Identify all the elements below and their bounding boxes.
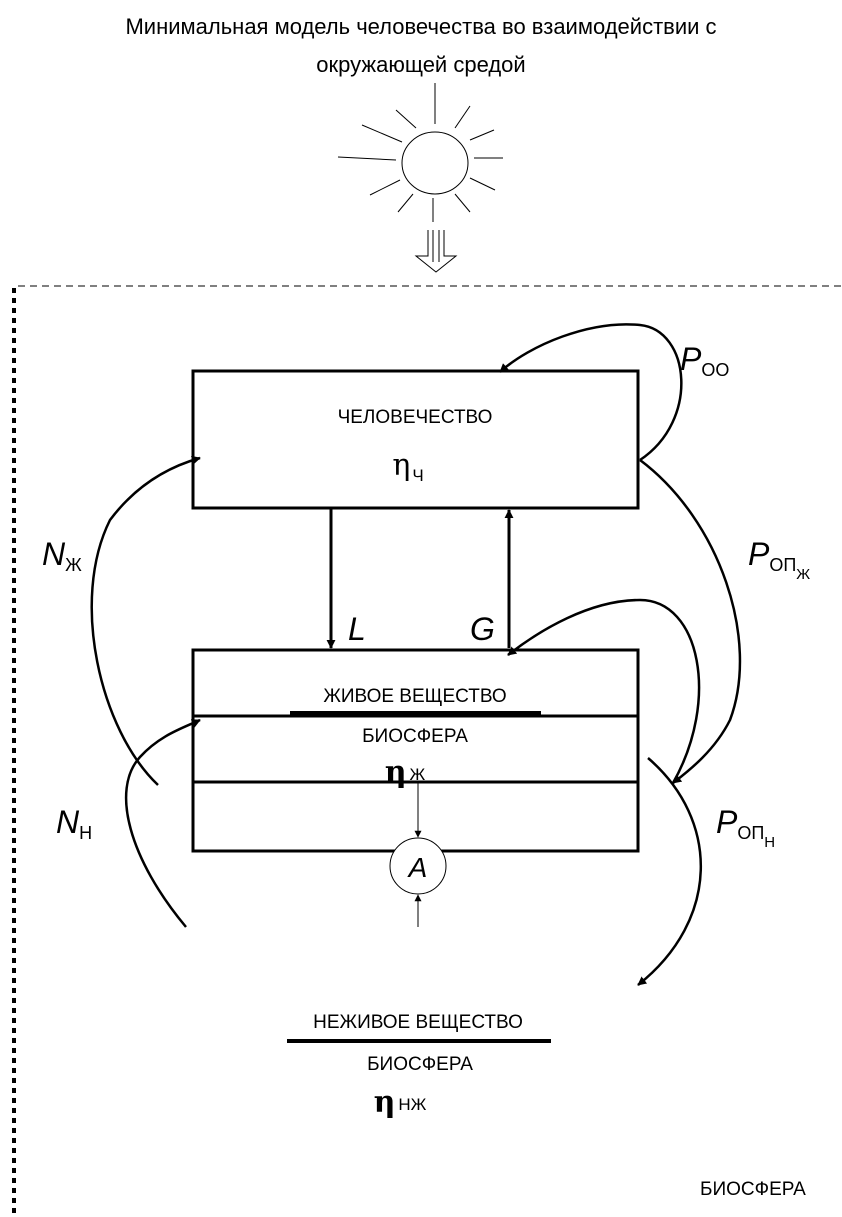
- p-op-n-label: PОПН: [716, 804, 775, 851]
- n-n-label: NН: [56, 804, 92, 843]
- g-return-flow: [507, 598, 701, 784]
- humanity-label: ЧЕЛОВЕЧЕСТВО: [338, 407, 493, 428]
- g-label: G: [470, 611, 495, 647]
- p-oo-label: PОО: [680, 341, 729, 380]
- nonliving-matter-sublabel: БИОСФЕРА: [367, 1054, 473, 1075]
- p-op-n-flow: [637, 757, 702, 986]
- p-oo-flow: [499, 323, 683, 462]
- nonliving-box: [193, 927, 638, 1073]
- p-op-zh-label: PОПЖ: [748, 536, 810, 583]
- biosphere-region-label: БИОСФЕРА: [700, 1179, 806, 1200]
- a-circle: [389, 837, 447, 895]
- sun-icon: [337, 83, 503, 222]
- nonliving-matter-label: НЕЖИВОЕ ВЕЩЕСТВО: [313, 1012, 523, 1033]
- living-matter-label: ЖИВОЕ ВЕЩЕСТВО: [323, 686, 506, 707]
- a-label: A: [407, 852, 428, 883]
- n-zh-label: NЖ: [42, 536, 82, 575]
- n-zh-flow: [90, 455, 201, 786]
- hollow-arrow-down-icon: [414, 230, 458, 273]
- title-line-1: Минимальная модель человечества во взаим…: [125, 14, 716, 39]
- title-line-2: окружающей средой: [316, 52, 525, 77]
- l-label: L: [348, 611, 366, 647]
- humanity-box: [191, 369, 640, 510]
- n-n-flow: [124, 718, 201, 928]
- p-op-zh-flow: [639, 459, 742, 784]
- living-matter-sublabel: БИОСФЕРА: [362, 726, 468, 747]
